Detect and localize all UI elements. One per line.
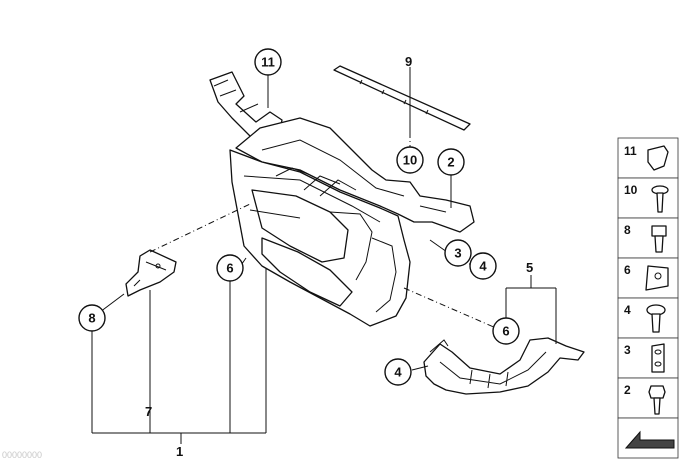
callout-3: 3 xyxy=(444,239,472,267)
svg-text:4: 4 xyxy=(479,259,487,274)
label-1: 1 xyxy=(176,444,183,459)
front-panel-carrier xyxy=(209,71,475,327)
mounting-line-left xyxy=(149,203,251,253)
callout-4-lower: 4 xyxy=(384,358,412,386)
svg-text:10: 10 xyxy=(403,153,417,168)
legend-item-4: 4 xyxy=(617,297,679,339)
lower-bracket-part-5 xyxy=(423,337,585,395)
svg-text:11: 11 xyxy=(624,144,637,158)
svg-text:3: 3 xyxy=(454,246,461,261)
callout-6-left: 6 xyxy=(216,254,244,282)
legend-item-10: 10 xyxy=(617,177,679,219)
bolt-icon xyxy=(651,225,667,237)
legend-item-3: 3 xyxy=(617,337,679,379)
watermark: 00000000 xyxy=(2,450,42,460)
direction-arrow-icon xyxy=(624,430,675,449)
svg-text:8: 8 xyxy=(88,311,95,326)
svg-text:2: 2 xyxy=(447,155,454,170)
hex-bolt-icon xyxy=(648,385,666,399)
svg-text:4: 4 xyxy=(624,303,631,317)
mounting-line-right xyxy=(403,287,497,329)
label-7: 7 xyxy=(145,404,152,419)
callout-11: 11 xyxy=(254,48,282,76)
legend-item-2: 2 xyxy=(617,377,679,419)
clip-icon xyxy=(645,265,669,291)
callout-6-right: 6 xyxy=(492,317,520,345)
svg-text:10: 10 xyxy=(624,183,638,197)
label-5: 5 xyxy=(526,260,533,275)
legend-item-11: 11 xyxy=(617,137,679,179)
fastener-legend: 11 10 8 6 4 xyxy=(617,137,679,459)
svg-text:11: 11 xyxy=(261,55,275,70)
callout-2: 2 xyxy=(437,148,465,176)
callout-4-upper: 4 xyxy=(469,252,497,280)
spacer-icon xyxy=(651,343,665,373)
svg-text:2: 2 xyxy=(624,383,631,397)
svg-text:4: 4 xyxy=(394,365,402,380)
svg-text:3: 3 xyxy=(624,343,631,357)
label-9: 9 xyxy=(405,54,412,69)
legend-arrow-box xyxy=(617,417,679,459)
svg-text:6: 6 xyxy=(624,263,631,277)
strip-part-9 xyxy=(333,65,471,131)
svg-text:6: 6 xyxy=(226,261,233,276)
callout-8: 8 xyxy=(78,304,106,332)
svg-text:8: 8 xyxy=(624,223,631,237)
svg-text:6: 6 xyxy=(502,324,509,339)
legend-item-8: 8 xyxy=(617,217,679,259)
clip-nut-icon xyxy=(647,145,669,171)
callout-10: 10 xyxy=(396,146,424,174)
legend-item-6: 6 xyxy=(617,257,679,299)
bracket-part-7 xyxy=(125,249,177,297)
